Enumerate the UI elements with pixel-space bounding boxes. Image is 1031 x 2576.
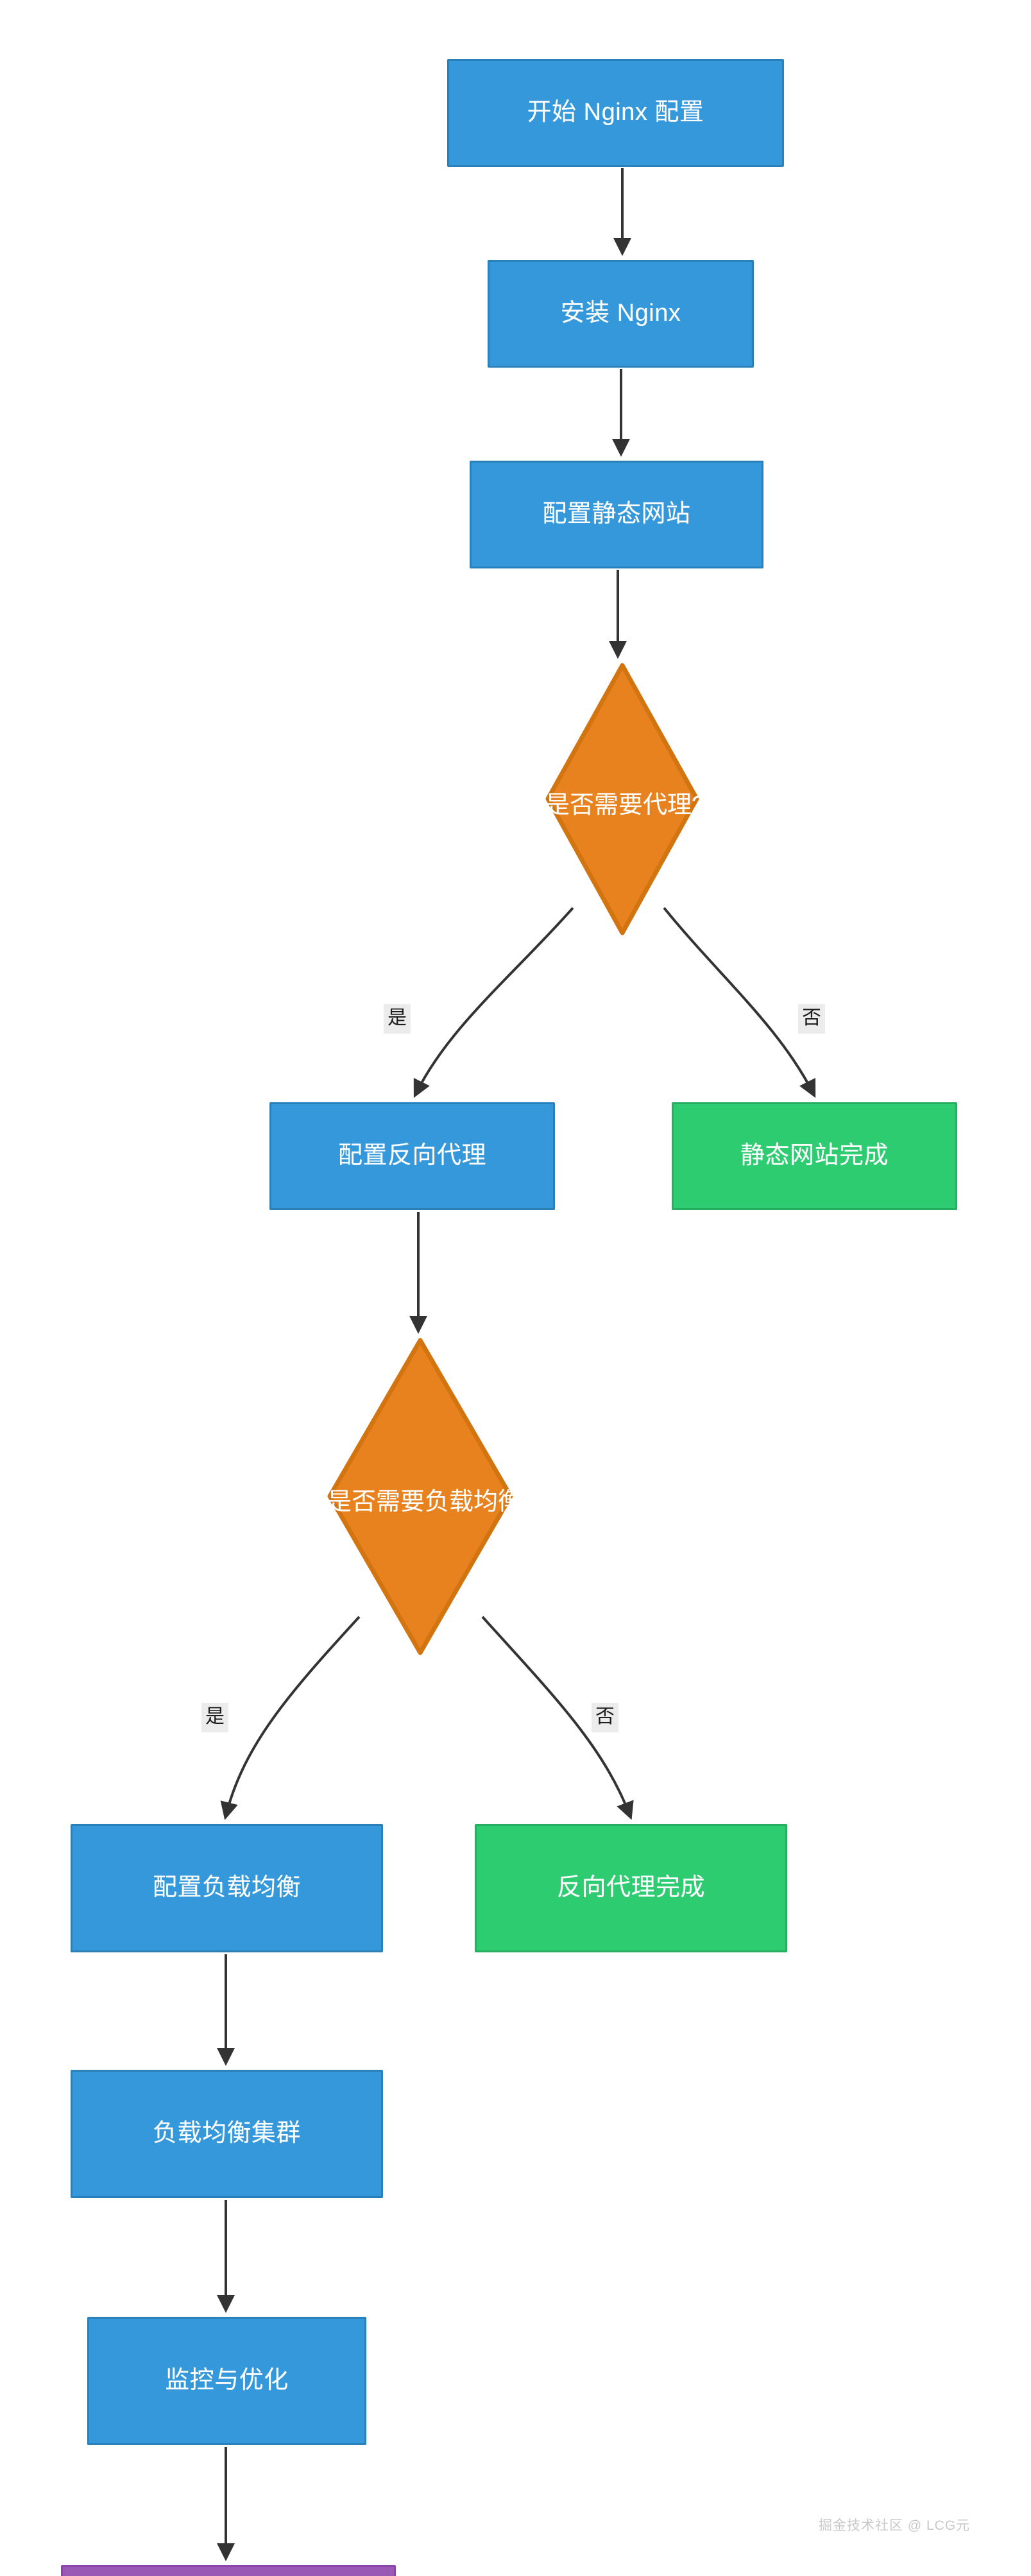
node-configure-load-balancing[interactable]: 配置负载均衡 <box>71 1824 383 1952</box>
node-start-label: 开始 Nginx 配置 <box>527 99 704 126</box>
node-start[interactable]: 开始 Nginx 配置 <box>447 59 784 167</box>
node-configure-static-site-label: 配置静态网站 <box>542 500 691 528</box>
node-monitoring-optimization[interactable]: 监控与优化 <box>87 2317 366 2445</box>
node-need-proxy-decision-label: 是否需要代理? <box>545 792 706 819</box>
node-reverse-proxy-done-label: 反向代理完成 <box>556 1874 705 1902</box>
node-configure-reverse-proxy-label: 配置反向代理 <box>337 1142 486 1170</box>
edge-label-yes-lb: 是 <box>201 1703 228 1732</box>
node-configure-static-site[interactable]: 配置静态网站 <box>470 461 763 568</box>
diamond-shape-icon <box>327 1338 513 1655</box>
node-configure-load-balancing-label: 配置负载均衡 <box>152 1874 301 1902</box>
node-static-site-done[interactable]: 静态网站完成 <box>672 1102 957 1210</box>
node-nginx-config-complete[interactable]: Nginx 配置完成 <box>61 2565 396 2576</box>
watermark: 掘金技术社区 @ LCG元 <box>819 2518 971 2533</box>
node-monitoring-optimization-label: 监控与优化 <box>165 2367 289 2394</box>
node-configure-reverse-proxy[interactable]: 配置反向代理 <box>269 1102 555 1210</box>
diamond-shape-icon <box>545 663 699 935</box>
node-need-proxy-decision[interactable]: 是否需要代理? <box>545 663 706 935</box>
node-static-site-done-label: 静态网站完成 <box>740 1142 889 1170</box>
edge-label-no-proxy: 否 <box>798 1004 825 1034</box>
node-install-nginx[interactable]: 安装 Nginx <box>488 260 754 368</box>
edge-needproxy-proxy <box>413 907 574 1098</box>
node-need-load-balancing-decision-label: 是否需要负载均衡? <box>327 1488 536 1515</box>
node-reverse-proxy-done[interactable]: 反向代理完成 <box>475 1824 787 1952</box>
node-need-load-balancing-decision[interactable]: 是否需要负载均衡? <box>327 1338 536 1655</box>
edge-label-no-lb: 否 <box>592 1703 618 1732</box>
node-load-balancer-cluster-label: 负载均衡集群 <box>152 2120 301 2147</box>
node-install-nginx-label: 安装 Nginx <box>560 300 681 327</box>
edge-needproxy-static-done <box>663 907 816 1098</box>
edge-label-yes-proxy: 是 <box>384 1004 411 1034</box>
node-load-balancer-cluster[interactable]: 负载均衡集群 <box>71 2070 383 2198</box>
